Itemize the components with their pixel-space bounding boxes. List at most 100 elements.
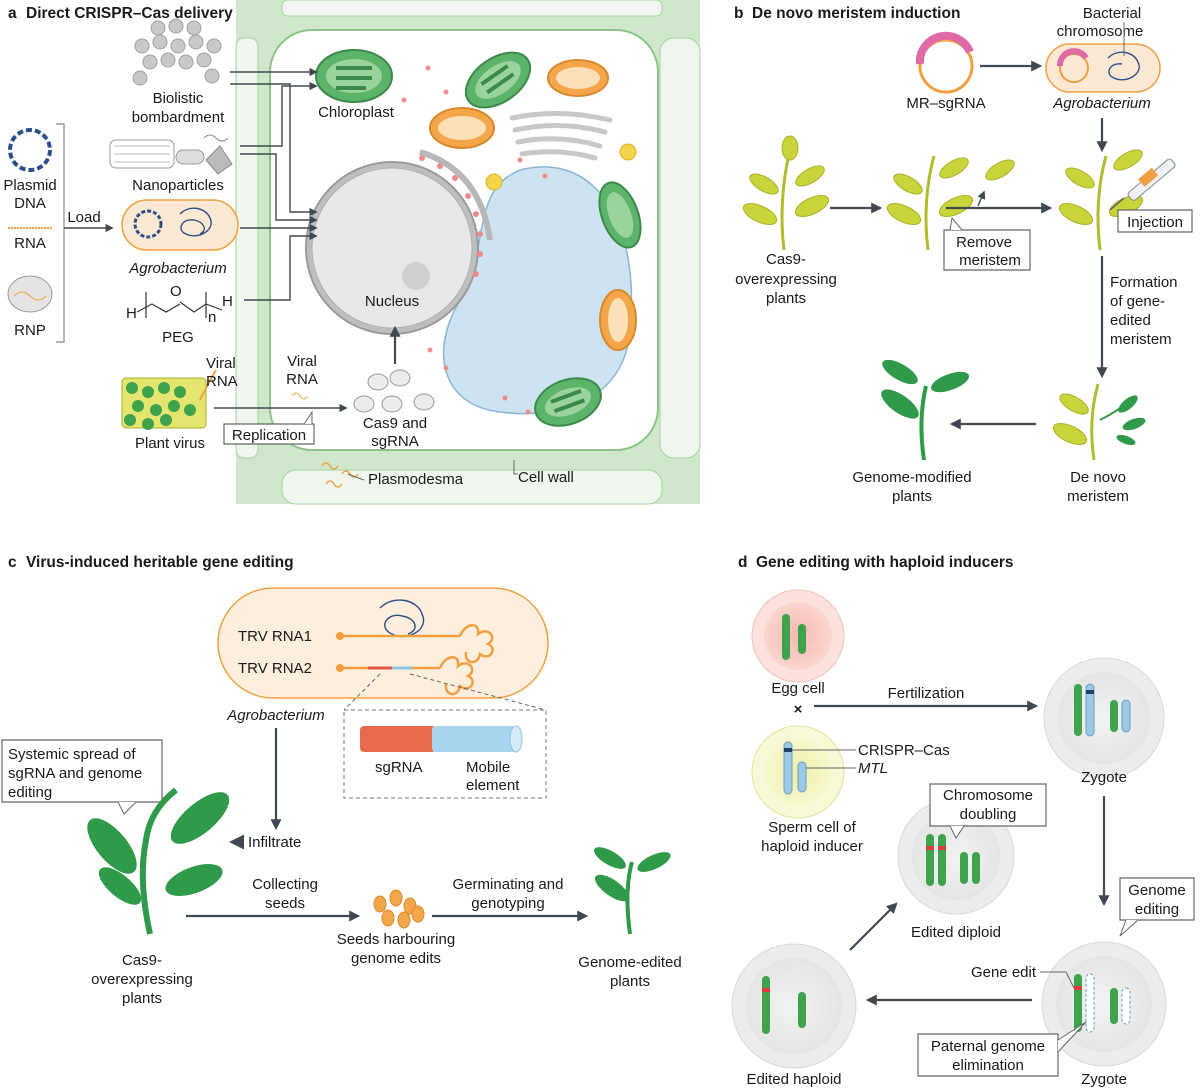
plant-c1 [87,787,230,935]
egg-cell [751,589,845,683]
plant-b4 [1052,383,1146,461]
label-genome-editing-2: editing [1135,901,1179,918]
agrobacterium-a [121,199,239,251]
biolistic-particles [132,18,222,86]
label-egg-cell: Egg cell [771,680,824,697]
label-injection: Injection [1127,214,1183,231]
panel-d-title: Gene editing with haploid inducers [756,554,1014,571]
sperm-cell [751,725,845,819]
label-formation-4: meristem [1110,331,1172,348]
label-systemic-3: editing [8,784,52,801]
label-genome-editing-1: Genome [1128,882,1186,899]
label-rna: RNA [14,235,46,252]
peg-h2: H [222,293,233,310]
chloroplast-3 [598,181,642,249]
paternal-elimination-callout: Paternal genome elimination [917,1021,1087,1077]
label-mr-sgrna: MR–sgRNA [906,95,985,112]
chromosome-doubling-callout: Chromosome doubling [929,783,1047,839]
plant-cell [235,0,701,505]
panel-c: c Virus-induced heritable gene editing T… [1,554,682,1007]
panel-b: b De novo meristem induction MR–sgRNA Ba… [734,5,1193,505]
label-edited-diploid: Edited diploid [911,924,1001,941]
label-seeds-1: Seeds harbouring [337,931,455,948]
label-seeds-2: genome edits [351,950,441,967]
label-rnp: RNP [14,322,46,339]
label-paternal-1: Paternal genome [931,1038,1045,1055]
label-remove-1: Remove [956,234,1012,251]
chloroplast-4 [534,377,602,427]
label-viral-rna-2b: RNA [286,371,318,388]
label-formation-3: edited [1110,312,1151,329]
label-zygote-bottom: Zygote [1081,1071,1127,1088]
label-sperm-1: Sperm cell of [768,819,856,836]
label-cas9-c1: Cas9- [122,952,162,969]
label-doubling-1: Chromosome [943,787,1033,804]
label-cas9-c3: plants [122,990,162,1007]
label-systemic-1: Systemic spread of [8,746,136,763]
label-denovo-1: De novo [1070,469,1126,486]
label-mobile-1: Mobile [466,759,510,776]
golgi [509,111,613,161]
label-genome-edited-1: Genome-edited [578,954,681,971]
label-chromosome: chromosome [1057,23,1144,40]
edited-haploid-cell [731,943,857,1069]
label-chloroplast: Chloroplast [318,104,395,121]
label-denovo-2: meristem [1067,488,1129,505]
label-plant-virus: Plant virus [135,435,205,452]
mr-sgrna-plasmid [915,31,974,94]
label-systemic-2: sgRNA and genome [8,765,142,782]
label-sgrna: sgRNA [375,759,423,776]
label-viral-rna-2a: Viral [287,353,317,370]
label-sperm-2: haploid inducer [761,838,863,855]
chloroplast-2 [464,51,532,109]
label-germinating-1: Germinating and [453,876,564,893]
label-fertilization: Fertilization [888,685,965,702]
seeds-icon [373,889,425,929]
label-infiltrate: Infiltrate [248,834,301,851]
label-mobile-2: element [466,777,520,794]
peg-h1: H [126,305,137,322]
label-trv-rna1: TRV RNA1 [238,628,312,645]
label-cas9-1: Cas9 and [363,415,427,432]
label-collecting-1: Collecting [252,876,318,893]
cas9-sgrna-complexes [353,369,435,413]
systemic-spread-callout: Systemic spread of sgRNA and genome edit… [1,739,163,815]
agrobacterium-c [217,587,549,699]
sgrna-zoom-box [343,709,547,799]
label-formation-2: of gene- [1110,293,1165,310]
label-collecting-2: seeds [265,895,305,912]
plant-b5 [881,359,969,461]
label-biolistic: Biolistic [153,90,204,107]
label-nanoparticles: Nanoparticles [132,177,224,194]
label-cas9-c2: overexpressing [91,971,193,988]
syringe-icon [1109,158,1176,211]
label-load: Load [67,209,100,226]
remove-meristem-callout: Remove meristem [943,216,1031,271]
label-cell-wall: Cell wall [518,469,574,486]
sgrna-mobile-element [360,725,523,753]
label-crispr-cas: CRISPR–Cas [858,742,950,759]
label-cas9-b1: Cas9- [766,251,806,268]
plant-virus-icon [121,369,217,430]
panel-a-letter: a [8,5,17,22]
label-plasmid: Plasmid [3,177,56,194]
injection-callout: Injection [1117,209,1193,233]
plant-b2 [886,155,1015,251]
label-plasmodesma: Plasmodesma [368,471,464,488]
label-bacterial: Bacterial [1083,5,1141,22]
label-germinating-2: genotyping [471,895,544,912]
peg-o: O [170,283,182,300]
replication-callout: Replication [223,410,315,445]
genome-editing-callout: Genome editing [1119,877,1195,937]
panel-c-title: Virus-induced heritable gene editing [26,554,294,571]
panel-d-letter: d [738,554,747,571]
plant-b1 [742,135,830,251]
label-dna: DNA [14,195,46,212]
agrobacterium-b [1045,43,1161,93]
label-cas9-b3: plants [766,290,806,307]
label-remove-2: meristem [959,252,1021,269]
panel-c-letter: c [8,554,17,571]
label-cas9-2: sgRNA [371,433,419,450]
label-replication: Replication [232,427,306,444]
